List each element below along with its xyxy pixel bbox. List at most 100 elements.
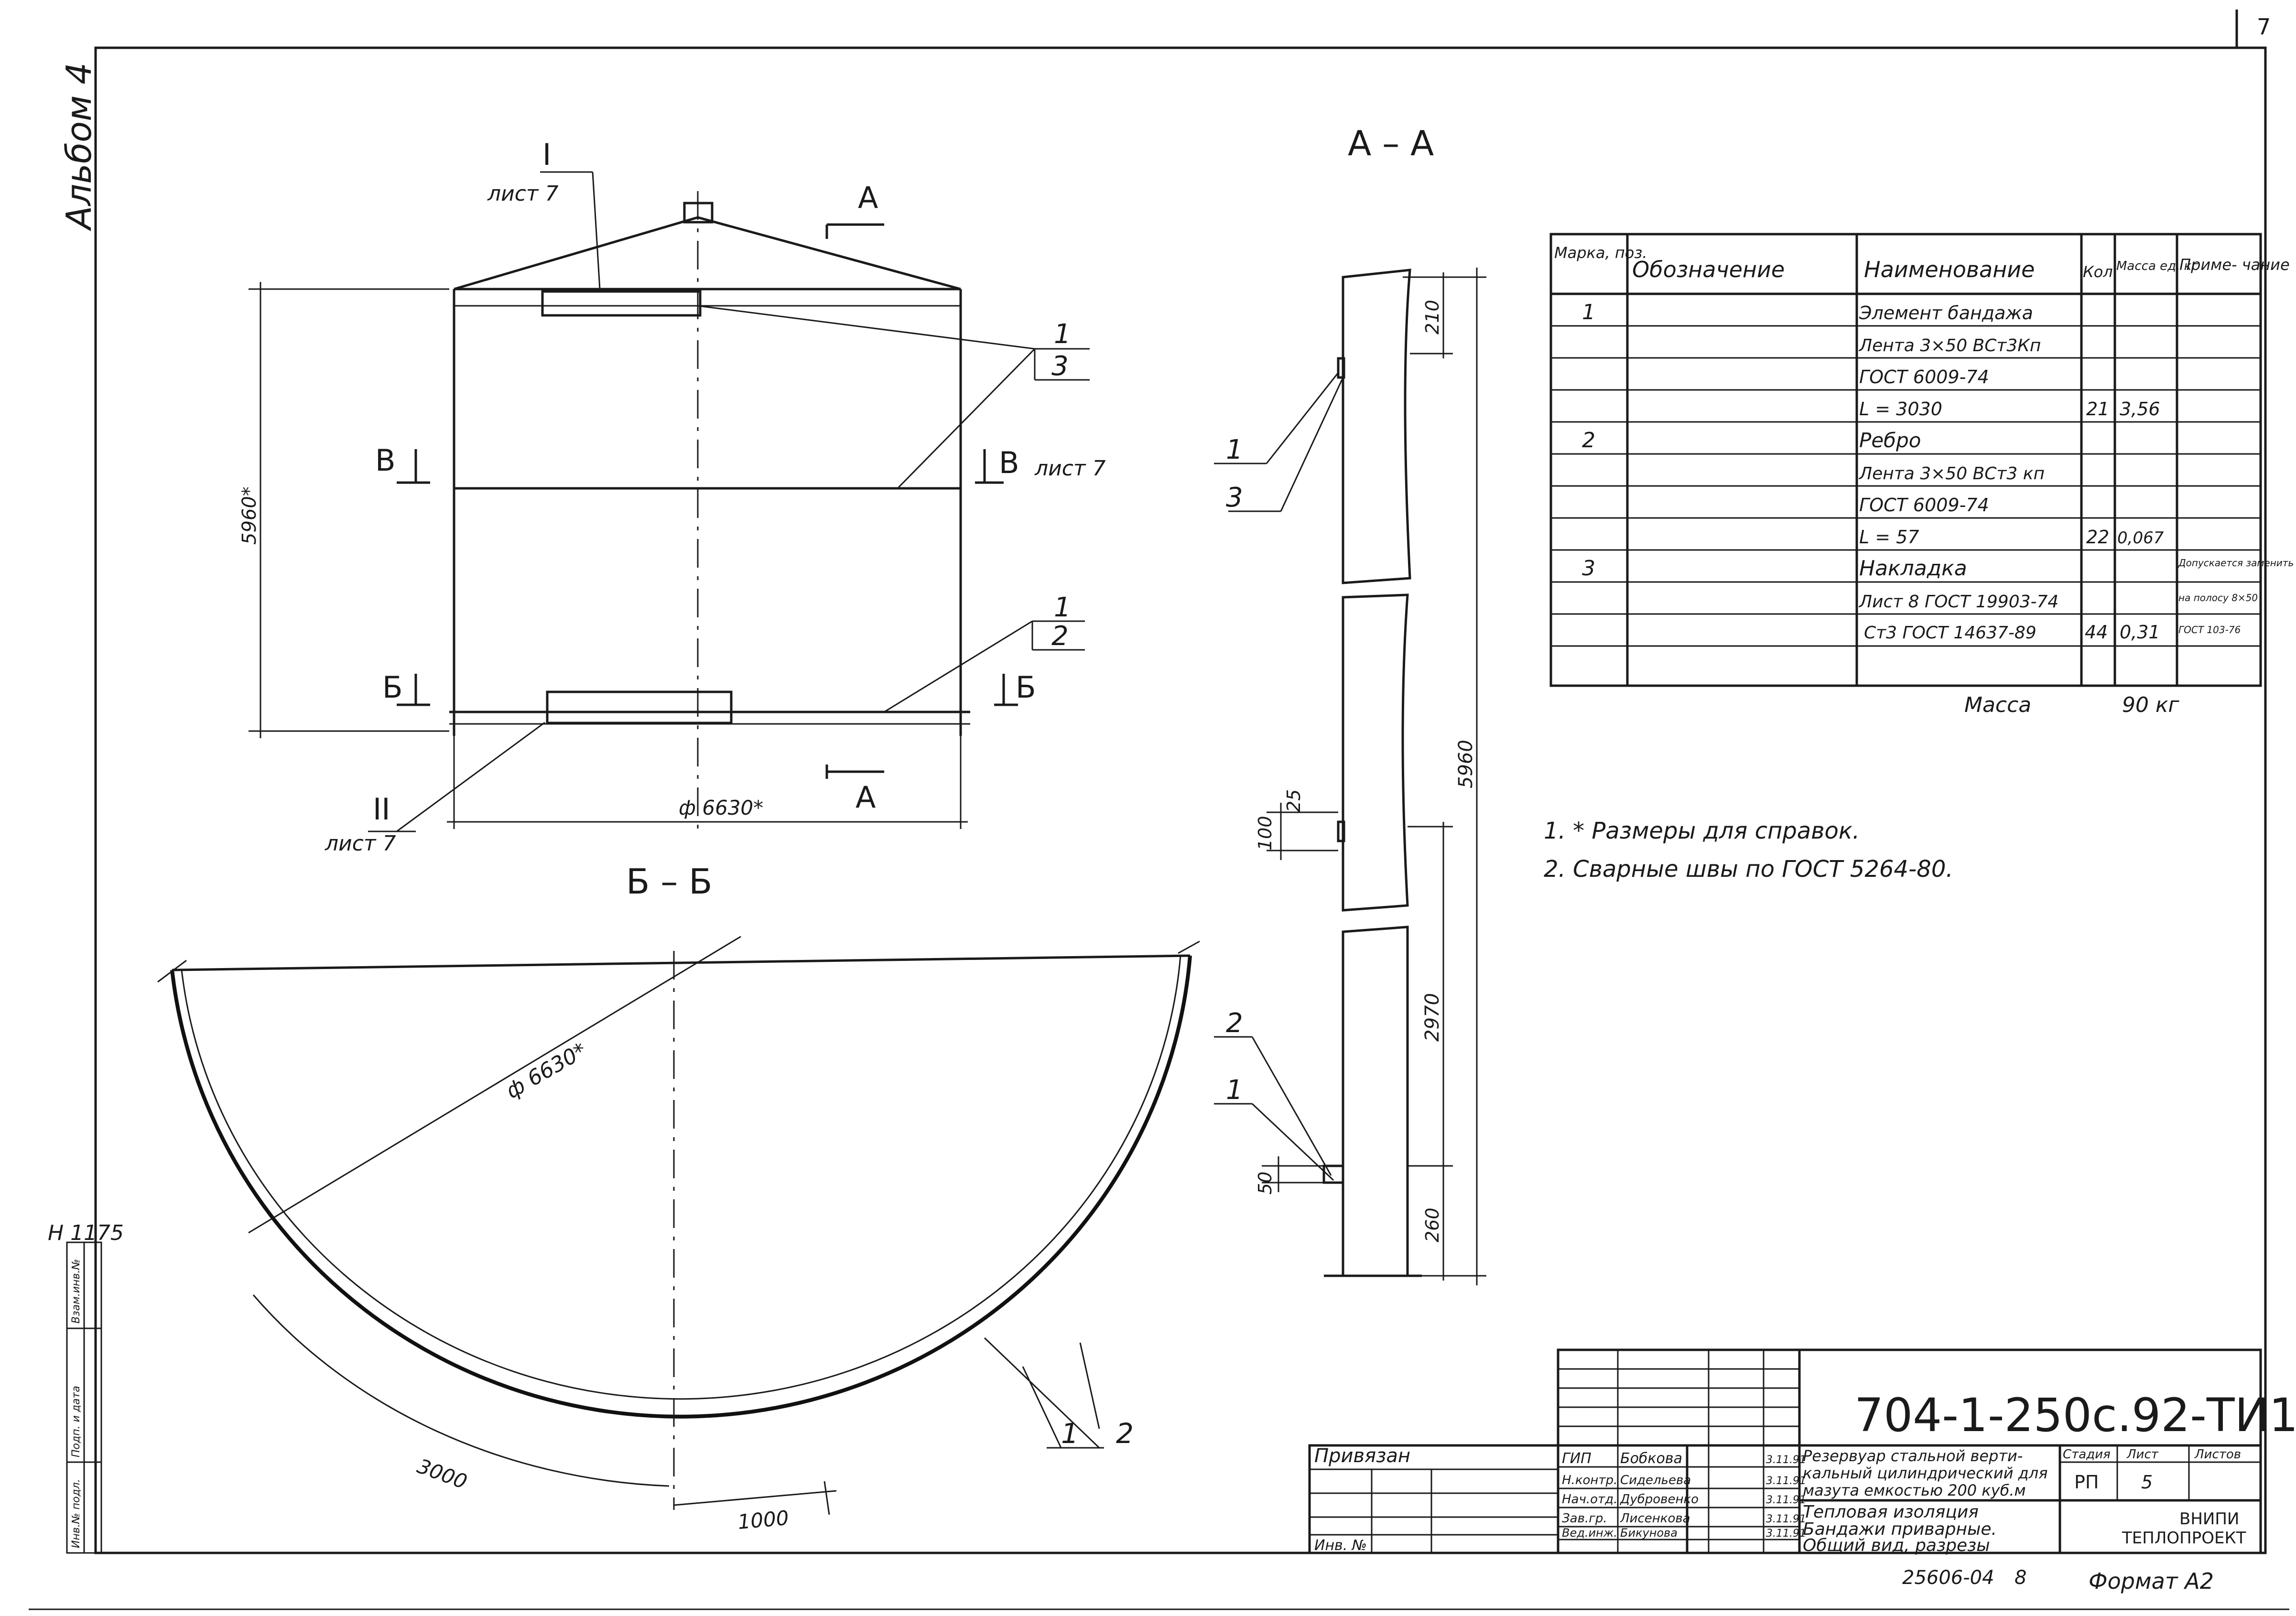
object-title-1: Резервуар стальной верти- [1803, 1447, 2023, 1465]
leader-bottom-1: 1 [1054, 592, 1071, 623]
name-nachotd: Дубровенко [1620, 1492, 1699, 1507]
AA-dim-5960: 5960 [1455, 740, 1477, 788]
col-header-mass: Масса ед, кг [2116, 259, 2198, 273]
note-2: 2. Сварные швы по ГОСТ 5264-80. [1544, 856, 1953, 883]
row10-name: Лист 8 ГОСТ 19903-74 [1858, 592, 2058, 612]
tank-elevation [249, 171, 1090, 832]
height-dimension: 5960* [238, 486, 260, 545]
AA-dim-2970: 2970 [1421, 993, 1443, 1042]
sheet-value: 5 [2141, 1472, 2153, 1493]
sheet-title-2: Бандажи приварные. [1803, 1519, 1997, 1539]
section-AA-drawing [1214, 268, 1486, 1285]
row1-name: Элемент бандажа [1859, 302, 2033, 323]
role-zavgr: Зав.гр. [1562, 1511, 1607, 1526]
diameter-dimension: ф 6630* [679, 796, 763, 819]
date-nachotd: 3.11.91 [1766, 1494, 1806, 1506]
object-title-3: мазута емкостью 200 куб.м [1803, 1481, 2026, 1499]
spec-table-grid [1549, 233, 2262, 687]
cut-V-left: В [375, 443, 396, 478]
document-code: 704-1-250с.92-ТИ1 [1854, 1389, 2296, 1442]
row9-mark: 3 [1582, 556, 1595, 581]
col-header-note: Приме- чание [2179, 256, 2290, 274]
sheet-header: Лист [2126, 1447, 2159, 1462]
AA-dim-210: 210 [1422, 300, 1443, 334]
AA-leader-2: 2 [1226, 1008, 1243, 1039]
row8-mass: 0,067 [2117, 528, 2164, 548]
leader-top-3: 3 [1051, 351, 1069, 382]
cut-V-sheet-ref: лист 7 [1034, 456, 1106, 481]
row8-name: L = 57 [1859, 527, 1919, 548]
row9-name: Накладка [1859, 556, 1967, 581]
note-1: 1. * Размеры для справок. [1544, 818, 1860, 844]
stage-header: Стадия [2063, 1447, 2111, 1462]
cut-V-right: В [999, 445, 1019, 480]
inventory-code: Н 1175 [48, 1221, 124, 1245]
sheet-title-1: Тепловая изоляция [1803, 1502, 1979, 1522]
org-line-1: ВНИПИ [2179, 1509, 2239, 1529]
date-gip: 3.11.91 [1766, 1454, 1806, 1466]
section-AA-title: А – А [1348, 123, 1434, 163]
cut-B-left: Б [382, 670, 403, 705]
inv-no-label: Инв. № [1314, 1537, 1367, 1554]
BB-arc-dim-3000: 3000 [414, 1454, 470, 1494]
name-zavgr: Лисенкова [1620, 1511, 1690, 1526]
AA-dim-100: 100 [1255, 816, 1276, 851]
row11-qty: 44 [2085, 622, 2108, 643]
side-stamp [66, 1241, 102, 1554]
AA-leader-1-bottom: 1 [1226, 1075, 1243, 1106]
leader-top-1: 1 [1054, 319, 1071, 350]
cut-B-right: Б [1016, 670, 1036, 705]
row11-name: Ст3 ГОСТ 14637-89 [1864, 623, 2036, 643]
BB-arc-dim-1000: 1000 [737, 1506, 790, 1534]
title-block-grid [1308, 1348, 2262, 1554]
album-label: Альбом 4 [59, 63, 99, 231]
col-header-name: Наименование [1864, 257, 2035, 282]
privyazan-label: Привязан [1314, 1445, 1410, 1467]
row7-name: ГОСТ 6009-74 [1859, 495, 1989, 516]
name-vedinzh: Бикунова [1620, 1526, 1678, 1540]
stage-value: РП [2074, 1472, 2099, 1493]
mass-value: 90 кг [2122, 693, 2180, 717]
mass-label: Масса [1964, 693, 2031, 717]
row6-name: Лента 3×50 ВСт3 кп [1858, 464, 2045, 484]
archive-number: 25606-04 [1902, 1567, 1994, 1589]
paper-format: Формат А2 [2089, 1568, 2214, 1594]
object-title-2: кальный цилиндрический для [1803, 1464, 2048, 1482]
AA-leader-3: 3 [1226, 482, 1243, 513]
side-stamp-replace: Взам.инв.№ [70, 1259, 82, 1324]
node-I-sheet-ref: лист 7 [487, 182, 559, 206]
col-header-qty: Кол [2083, 263, 2113, 281]
row4-mass: 3,56 [2120, 399, 2160, 420]
row11-note: ГОСТ 103-76 [2178, 624, 2241, 636]
cut-A-top: А [858, 180, 878, 215]
AA-leader-1-top: 1 [1226, 434, 1243, 465]
side-stamp-sign: Подп. и дата [70, 1386, 82, 1457]
date-zavgr: 3.11.91 [1766, 1513, 1806, 1525]
section-BB-drawing [157, 936, 1200, 1515]
node-II-sheet-ref: лист 7 [325, 831, 396, 856]
sheet-frame [29, 10, 2289, 1610]
sheet-title-3: Общий вид, разрезы [1803, 1536, 1990, 1555]
row10-note: на полосу 8×50 [2178, 592, 2258, 603]
name-gip: Бобкова [1620, 1450, 1682, 1467]
leader-bottom-2: 2 [1051, 621, 1069, 652]
AA-dim-25: 25 [1283, 789, 1304, 812]
BB-leader-1: 1 [1061, 1417, 1079, 1450]
role-gip: ГИП [1562, 1450, 1592, 1467]
archive-sheet: 8 [2014, 1567, 2026, 1589]
table-row: 1 Элемент бандажа Лента 3×50 ВСт3Кп ГОСТ… [1582, 300, 2294, 643]
section-BB-title: Б – Б [626, 862, 713, 902]
row11-mass: 0,31 [2120, 622, 2160, 643]
role-vedinzh: Вед.инж. [1562, 1526, 1617, 1540]
row4-name: L = 3030 [1859, 399, 1942, 420]
node-I-label: I [542, 137, 551, 172]
org-line-2: ТЕПЛОПРОЕКТ [2122, 1529, 2246, 1548]
col-header-designation: Обозначение [1632, 257, 1785, 282]
row5-name: Ребро [1859, 429, 1921, 452]
role-nkontr: Н.контр. [1562, 1473, 1617, 1487]
name-nkontr: Сидельева [1620, 1473, 1691, 1487]
date-vedinzh: 3.11.91 [1766, 1528, 1806, 1540]
cut-A-bottom: А [856, 780, 876, 815]
date-nkontr: 3.11.91 [1766, 1475, 1806, 1487]
col-header-mark: Марка, поз. [1554, 244, 1647, 262]
